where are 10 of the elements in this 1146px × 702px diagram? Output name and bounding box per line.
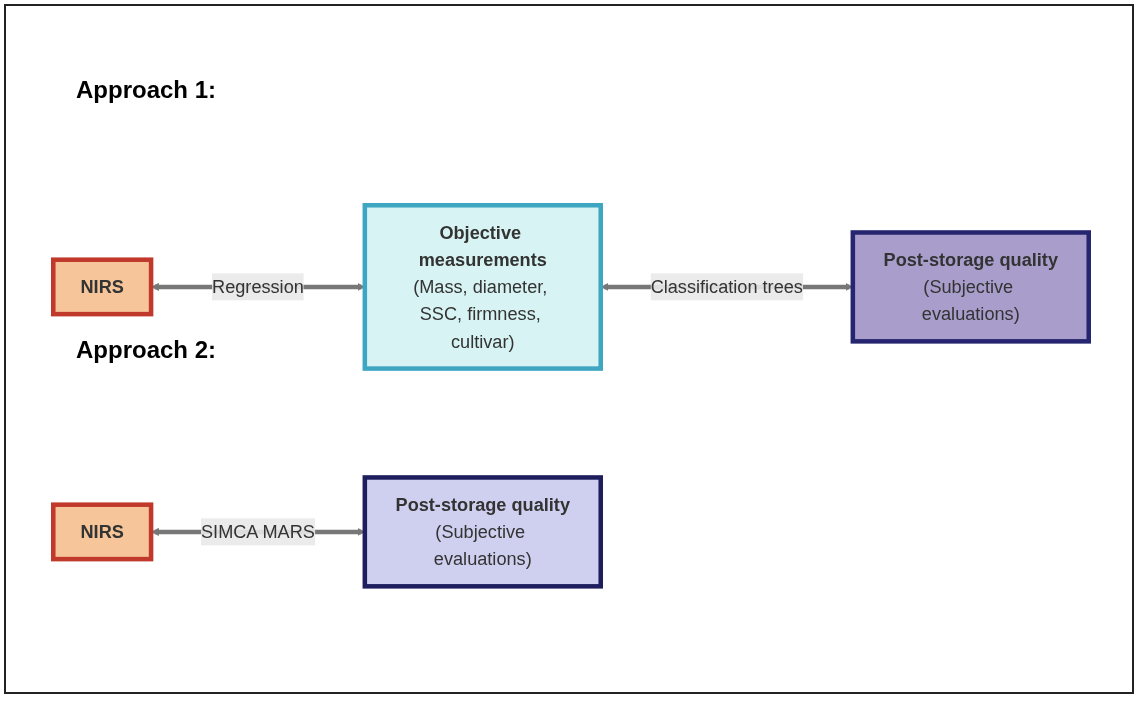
edge-label: SIMCA MARS <box>200 522 315 543</box>
node-box: NIRS <box>51 257 154 317</box>
edge-label: Classification trees <box>650 277 803 298</box>
node-box: Post-storage quality (Subjective evaluations) <box>362 475 603 589</box>
section-heading: Approach 1: <box>76 76 216 104</box>
node-box: Objective measurements (Mass, diameter, SSC, firmness, cultivar) <box>362 203 603 372</box>
node-box: Post-storage quality (Subjective evaluations) <box>850 230 1091 344</box>
section-heading: Approach 2: <box>76 336 216 364</box>
node-box: NIRS <box>51 502 154 562</box>
edge-label: Regression <box>212 277 304 298</box>
